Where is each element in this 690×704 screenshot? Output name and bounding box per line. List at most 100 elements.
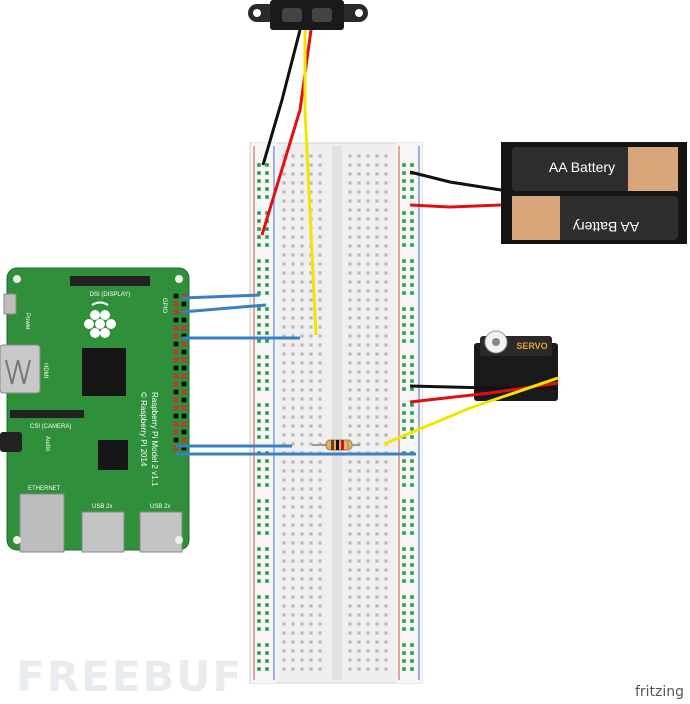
breadboard-hole (318, 235, 322, 239)
breadboard-hole (318, 469, 322, 473)
breadboard-hole (291, 550, 295, 554)
rail-hole (265, 363, 269, 367)
breadboard-hole (309, 514, 313, 518)
breadboard-hole (318, 406, 322, 410)
rail-hole (265, 243, 269, 247)
breadboard-hole (309, 478, 313, 482)
breadboard-hole (384, 289, 388, 293)
breadboard-hole (282, 550, 286, 554)
breadboard-hole (318, 298, 322, 302)
breadboard-hole (318, 163, 322, 167)
rail-hole (410, 243, 414, 247)
breadboard-hole (375, 244, 379, 248)
breadboard-hole (309, 568, 313, 572)
breadboard-hole (366, 397, 370, 401)
sensor-mount-left (253, 9, 261, 17)
breadboard-hole (348, 163, 352, 167)
rail-hole (257, 275, 261, 279)
rail-hole (410, 339, 414, 343)
rail-hole (410, 363, 414, 367)
rail-hole (265, 659, 269, 663)
gpio-pin (181, 421, 187, 427)
rail-hole (257, 427, 261, 431)
breadboard-hole (291, 397, 295, 401)
breadboard-hole (375, 478, 379, 482)
breadboard-hole (300, 307, 304, 311)
breadboard-hole (357, 469, 361, 473)
breadboard-hole (300, 343, 304, 347)
breadboard-hole (384, 505, 388, 509)
breadboard-hole (384, 532, 388, 536)
gpio-pin (181, 349, 187, 355)
mount-hole-bl (13, 536, 21, 544)
rail-hole (410, 379, 414, 383)
breadboard-hole (300, 199, 304, 203)
gpio-pin (173, 413, 179, 419)
breadboard-hole (318, 514, 322, 518)
breadboard-hole (282, 631, 286, 635)
breadboard-hole (348, 208, 352, 212)
breadboard-hole (384, 307, 388, 311)
gpio-pin (181, 301, 187, 307)
breadboard-hole (375, 307, 379, 311)
breadboard-hole (300, 658, 304, 662)
breadboard-hole (291, 298, 295, 302)
breadboard-hole (291, 622, 295, 626)
breadboard-hole (282, 235, 286, 239)
breadboard-hole (357, 271, 361, 275)
gpio-pin (173, 365, 179, 371)
breadboard-hole (375, 370, 379, 374)
breadboard-hole (375, 640, 379, 644)
servo-black-wire (409, 384, 558, 390)
breadboard-hole (291, 658, 295, 662)
breadboard-hole (282, 370, 286, 374)
rail-hole (402, 211, 406, 215)
breadboard-hole (357, 217, 361, 221)
rail-hole (265, 467, 269, 471)
breadboard-hole (348, 289, 352, 293)
breadboard-hole (348, 586, 352, 590)
breadboard-hole (318, 424, 322, 428)
rail-hole (410, 651, 414, 655)
breadboard-hole (357, 307, 361, 311)
breadboard-hole (309, 604, 313, 608)
gpio-pin (181, 357, 187, 363)
breadboard-hole (348, 199, 352, 203)
breadboard-hole (300, 181, 304, 185)
breadboard-hole (348, 190, 352, 194)
breadboard-hole (357, 541, 361, 545)
breadboard-hole (309, 262, 313, 266)
gpio-pin (173, 421, 179, 427)
breadboard-hole (300, 514, 304, 518)
breadboard-hole (357, 352, 361, 356)
breadboard-hole (348, 496, 352, 500)
breadboard-hole (300, 298, 304, 302)
gpio-pin (173, 341, 179, 347)
rail-hole (265, 371, 269, 375)
breadboard-hole (366, 199, 370, 203)
usb1-label: USB 2x (92, 504, 112, 510)
rail-hole (265, 643, 269, 647)
breadboard-hole (291, 604, 295, 608)
rail-hole (257, 179, 261, 183)
resistor (312, 439, 360, 451)
breadboard-hole (318, 568, 322, 572)
breadboard-hole (309, 388, 313, 392)
breadboard-hole (357, 496, 361, 500)
breadboard-hole (291, 424, 295, 428)
rail-hole (265, 283, 269, 287)
rail-hole (402, 659, 406, 663)
rail-hole (265, 435, 269, 439)
breadboard-hole (282, 262, 286, 266)
breadboard-hole (291, 487, 295, 491)
breadboard-hole (375, 568, 379, 572)
rail-hole (265, 667, 269, 671)
breadboard-hole (291, 172, 295, 176)
rail-hole (410, 283, 414, 287)
rail-hole (265, 259, 269, 263)
rail-hole (265, 387, 269, 391)
rail-hole (257, 187, 261, 191)
breadboard-hole (384, 523, 388, 527)
breadboard-hole (366, 361, 370, 365)
